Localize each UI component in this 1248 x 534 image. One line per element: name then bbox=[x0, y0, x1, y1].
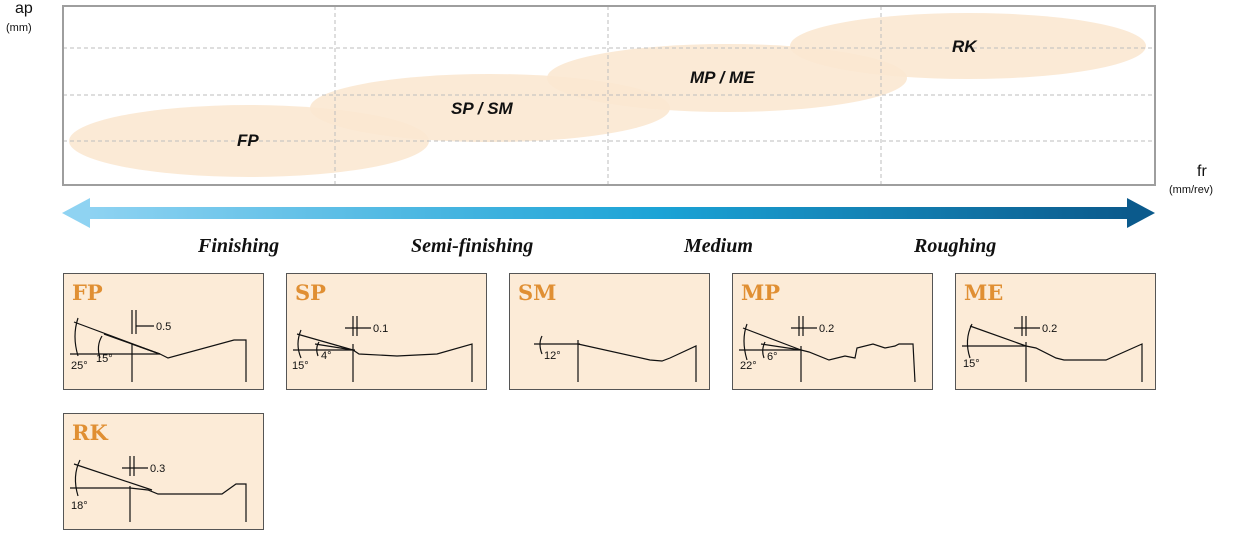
profile-rk-diagram: 0.3 18° bbox=[70, 456, 247, 522]
svg-text:25°: 25° bbox=[71, 360, 88, 372]
y-axis-unit: (mm) bbox=[6, 22, 32, 34]
svg-text:18°: 18° bbox=[71, 500, 88, 512]
svg-text:15°: 15° bbox=[96, 353, 113, 365]
svg-text:0.3: 0.3 bbox=[150, 463, 165, 475]
profile-mp-diagram: 0.2 22° 6° bbox=[739, 316, 916, 383]
chipbreaker-card-sm: SM 12° bbox=[509, 273, 710, 390]
svg-text:12°: 12° bbox=[544, 350, 561, 362]
x-axis-unit: (mm/rev) bbox=[1169, 184, 1213, 196]
region-rk bbox=[790, 13, 1146, 79]
region-label-sp-sm: SP / SM bbox=[451, 99, 513, 118]
svg-text:22°: 22° bbox=[740, 360, 757, 372]
chart-frame bbox=[62, 5, 1156, 186]
svg-text:4°: 4° bbox=[321, 350, 332, 362]
machining-direction-arrow bbox=[62, 198, 1155, 228]
card-title: ME bbox=[964, 280, 1004, 305]
chipbreaker-card-fp: FP 0.5 25° 15° bbox=[63, 273, 264, 390]
svg-text:0.2: 0.2 bbox=[1042, 323, 1057, 335]
category-semi-finishing: Semi-finishing bbox=[411, 235, 534, 257]
card-title: FP bbox=[72, 280, 103, 305]
region-label-mp-me: MP / ME bbox=[690, 68, 755, 87]
card-title: MP bbox=[741, 280, 781, 305]
svg-text:0.5: 0.5 bbox=[156, 321, 171, 333]
chipbreaker-card-rk: RK 0.3 18° bbox=[63, 413, 264, 530]
profile-sp-diagram: 0.1 15° 4° bbox=[292, 316, 473, 382]
grid-lines bbox=[63, 6, 1155, 185]
category-finishing: Finishing bbox=[198, 235, 280, 257]
chipbreaker-card-mp: MP 0.2 22° 6° bbox=[732, 273, 933, 390]
chipbreaker-card-me: ME 0.2 15° bbox=[955, 273, 1156, 390]
region-label-fp: FP bbox=[237, 131, 259, 150]
svg-text:15°: 15° bbox=[963, 358, 980, 370]
region-label-rk: RK bbox=[952, 37, 977, 56]
y-axis-label: ap bbox=[15, 0, 33, 17]
svg-text:15°: 15° bbox=[292, 360, 309, 372]
svg-text:0.1: 0.1 bbox=[373, 323, 388, 335]
svg-text:0.2: 0.2 bbox=[819, 323, 834, 335]
card-title: SP bbox=[295, 280, 326, 305]
card-title: SM bbox=[518, 280, 557, 305]
category-medium: Medium bbox=[684, 235, 753, 257]
x-axis-label: fr bbox=[1197, 163, 1207, 180]
category-roughing: Roughing bbox=[914, 235, 997, 257]
profile-me-diagram: 0.2 15° bbox=[962, 316, 1143, 382]
card-title: RK bbox=[72, 420, 108, 445]
svg-text:6°: 6° bbox=[767, 351, 778, 363]
chipbreaker-card-sp: SP 0.1 15° 4° bbox=[286, 273, 487, 390]
profile-fp-diagram: 0.5 25° 15° bbox=[70, 310, 247, 382]
profile-sm-diagram: 12° bbox=[534, 335, 697, 382]
application-range-chart bbox=[62, 5, 1156, 228]
